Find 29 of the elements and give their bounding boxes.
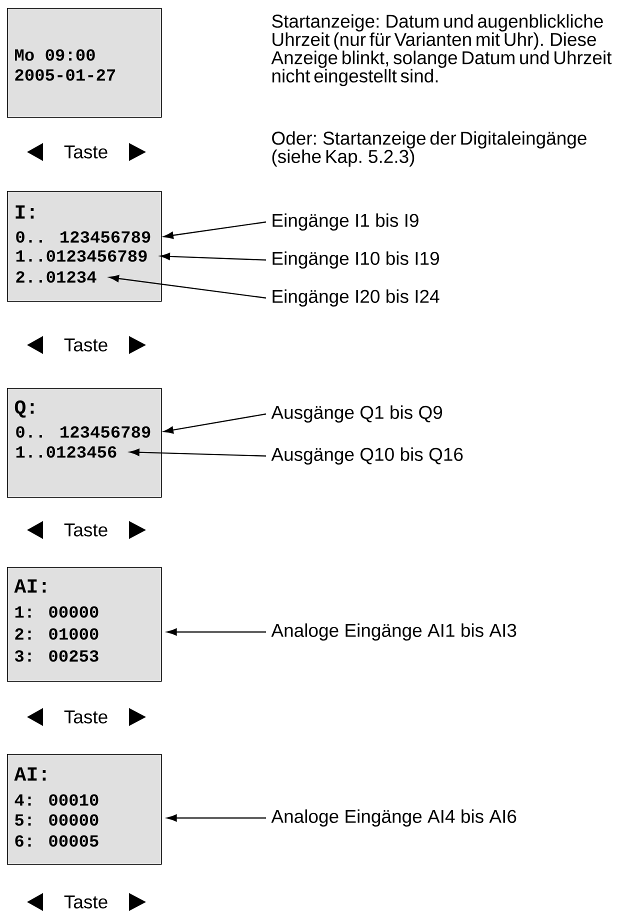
key-label: Taste [64, 524, 108, 536]
callout-text: Eingänge I10 bis I19 [272, 251, 439, 269]
display-line: 0.. 123456789 [16, 426, 150, 438]
display-screen: Mo 09:00 2005-01-27 [7, 8, 162, 118]
arrow [130, 448, 266, 457]
description-text: Oder: Startanzeige der Digitaleingänge (siehe Kap. 5.2.3) [272, 131, 586, 167]
arrow [166, 628, 266, 636]
callout-text: Ausgänge Q1 bis Q9 [271, 405, 442, 423]
arrow [164, 413, 266, 434]
display-line: 1..0123456 [16, 446, 116, 458]
display-line: 0.. 123456789 [16, 231, 150, 243]
arrow [160, 252, 266, 261]
arrow [166, 814, 266, 822]
display-screen: AI: 4: 00010 5: 00000 6: 00005 [7, 754, 162, 865]
description-text: Startanzeige: Datum und augenblickliche Uhrzeit (nur für Varianten mit Uhr). Diese Anzeige blinkt, solange Datum und Uhrzeit nicht eingestellt sind. [271, 14, 612, 86]
callout-text: Analoge Eingänge AI1 bis AI3 [271, 623, 516, 641]
arrow [164, 221, 266, 239]
display-line: 1..0123456789 [16, 250, 147, 262]
display-line: 2..01234 [16, 271, 96, 283]
key-label: Taste [64, 710, 108, 724]
display-screen: AI: 1: 00000 2: 01000 3: 00253 [7, 567, 162, 682]
key-label: Taste [64, 146, 108, 158]
callout-text: Ausgänge Q10 bis Q16 [271, 447, 463, 465]
arrow [109, 274, 266, 299]
callout-text: Analoge Eingänge AI4 bis AI6 [271, 809, 516, 827]
key-label: Taste [64, 896, 108, 908]
key-label: Taste [64, 338, 108, 352]
callout-text: Eingänge I1 bis I9 [272, 213, 418, 231]
callout-text: Eingänge I20 bis I24 [272, 289, 440, 307]
